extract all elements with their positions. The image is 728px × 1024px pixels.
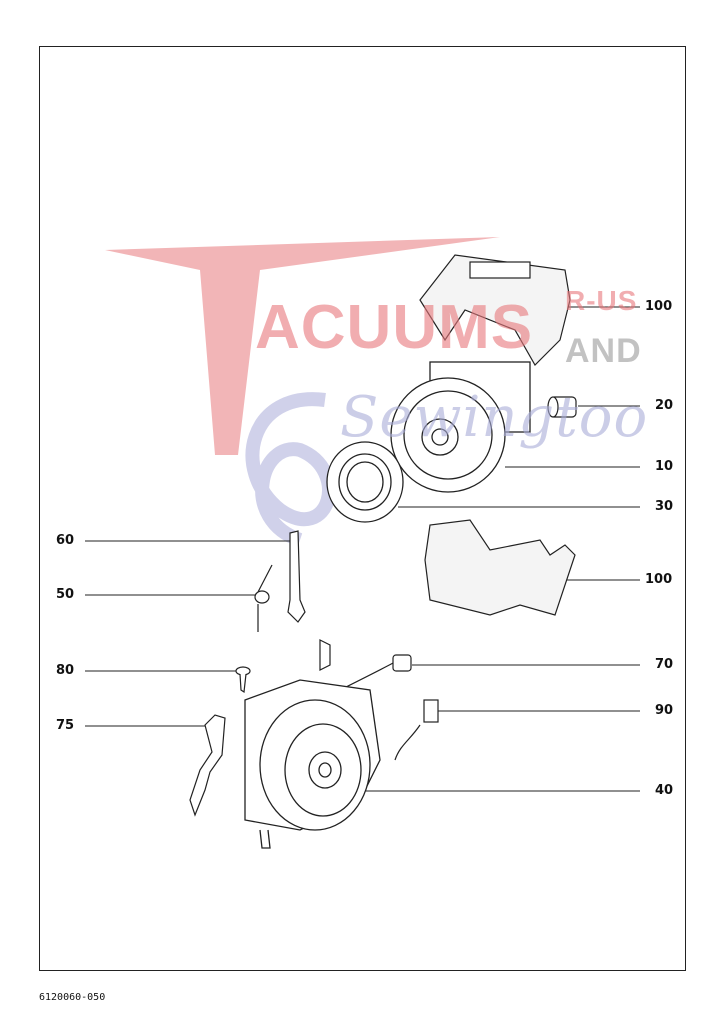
part-40-cable-reel: [244, 679, 381, 849]
watermark-and: AND: [565, 332, 642, 370]
part-100-lower-foam: [424, 519, 576, 616]
drawing-number: 6120060-050: [39, 992, 106, 1003]
part-30-ring: [326, 441, 404, 523]
part-50-spring: [254, 564, 273, 632]
part-100-upper-foam: [419, 254, 571, 366]
part-60-lever: [287, 530, 306, 623]
callout-100-upper: 100: [645, 299, 673, 314]
callout-10: 10: [655, 459, 674, 474]
part-10-motor: [390, 361, 531, 493]
part-75-switch: [189, 714, 226, 817]
part-90-connector: [394, 699, 439, 761]
watermark-script-swash: [245, 392, 336, 547]
watermark-line1: ACUUMS: [255, 293, 534, 362]
part-70-plug: [319, 639, 412, 691]
callout-20: 20: [655, 398, 674, 413]
part-80-screw: [235, 666, 251, 694]
drawing-frame: [39, 46, 686, 971]
part-20-carbon-brush: [547, 396, 577, 418]
watermark-script: Sewingtoo: [340, 385, 649, 450]
callout-60: 60: [56, 533, 75, 548]
leader-lines: [85, 306, 640, 792]
callout-90: 90: [655, 703, 674, 718]
callout-80: 80: [56, 663, 75, 678]
callout-40: 40: [655, 783, 674, 798]
watermark-v-shape: [105, 237, 500, 455]
callout-30: 30: [655, 499, 674, 514]
callout-70: 70: [655, 657, 674, 672]
callout-50: 50: [56, 587, 75, 602]
callout-75: 75: [56, 718, 75, 733]
callout-100-lower: 100: [645, 572, 673, 587]
watermark-r-us: R-US: [565, 285, 638, 316]
